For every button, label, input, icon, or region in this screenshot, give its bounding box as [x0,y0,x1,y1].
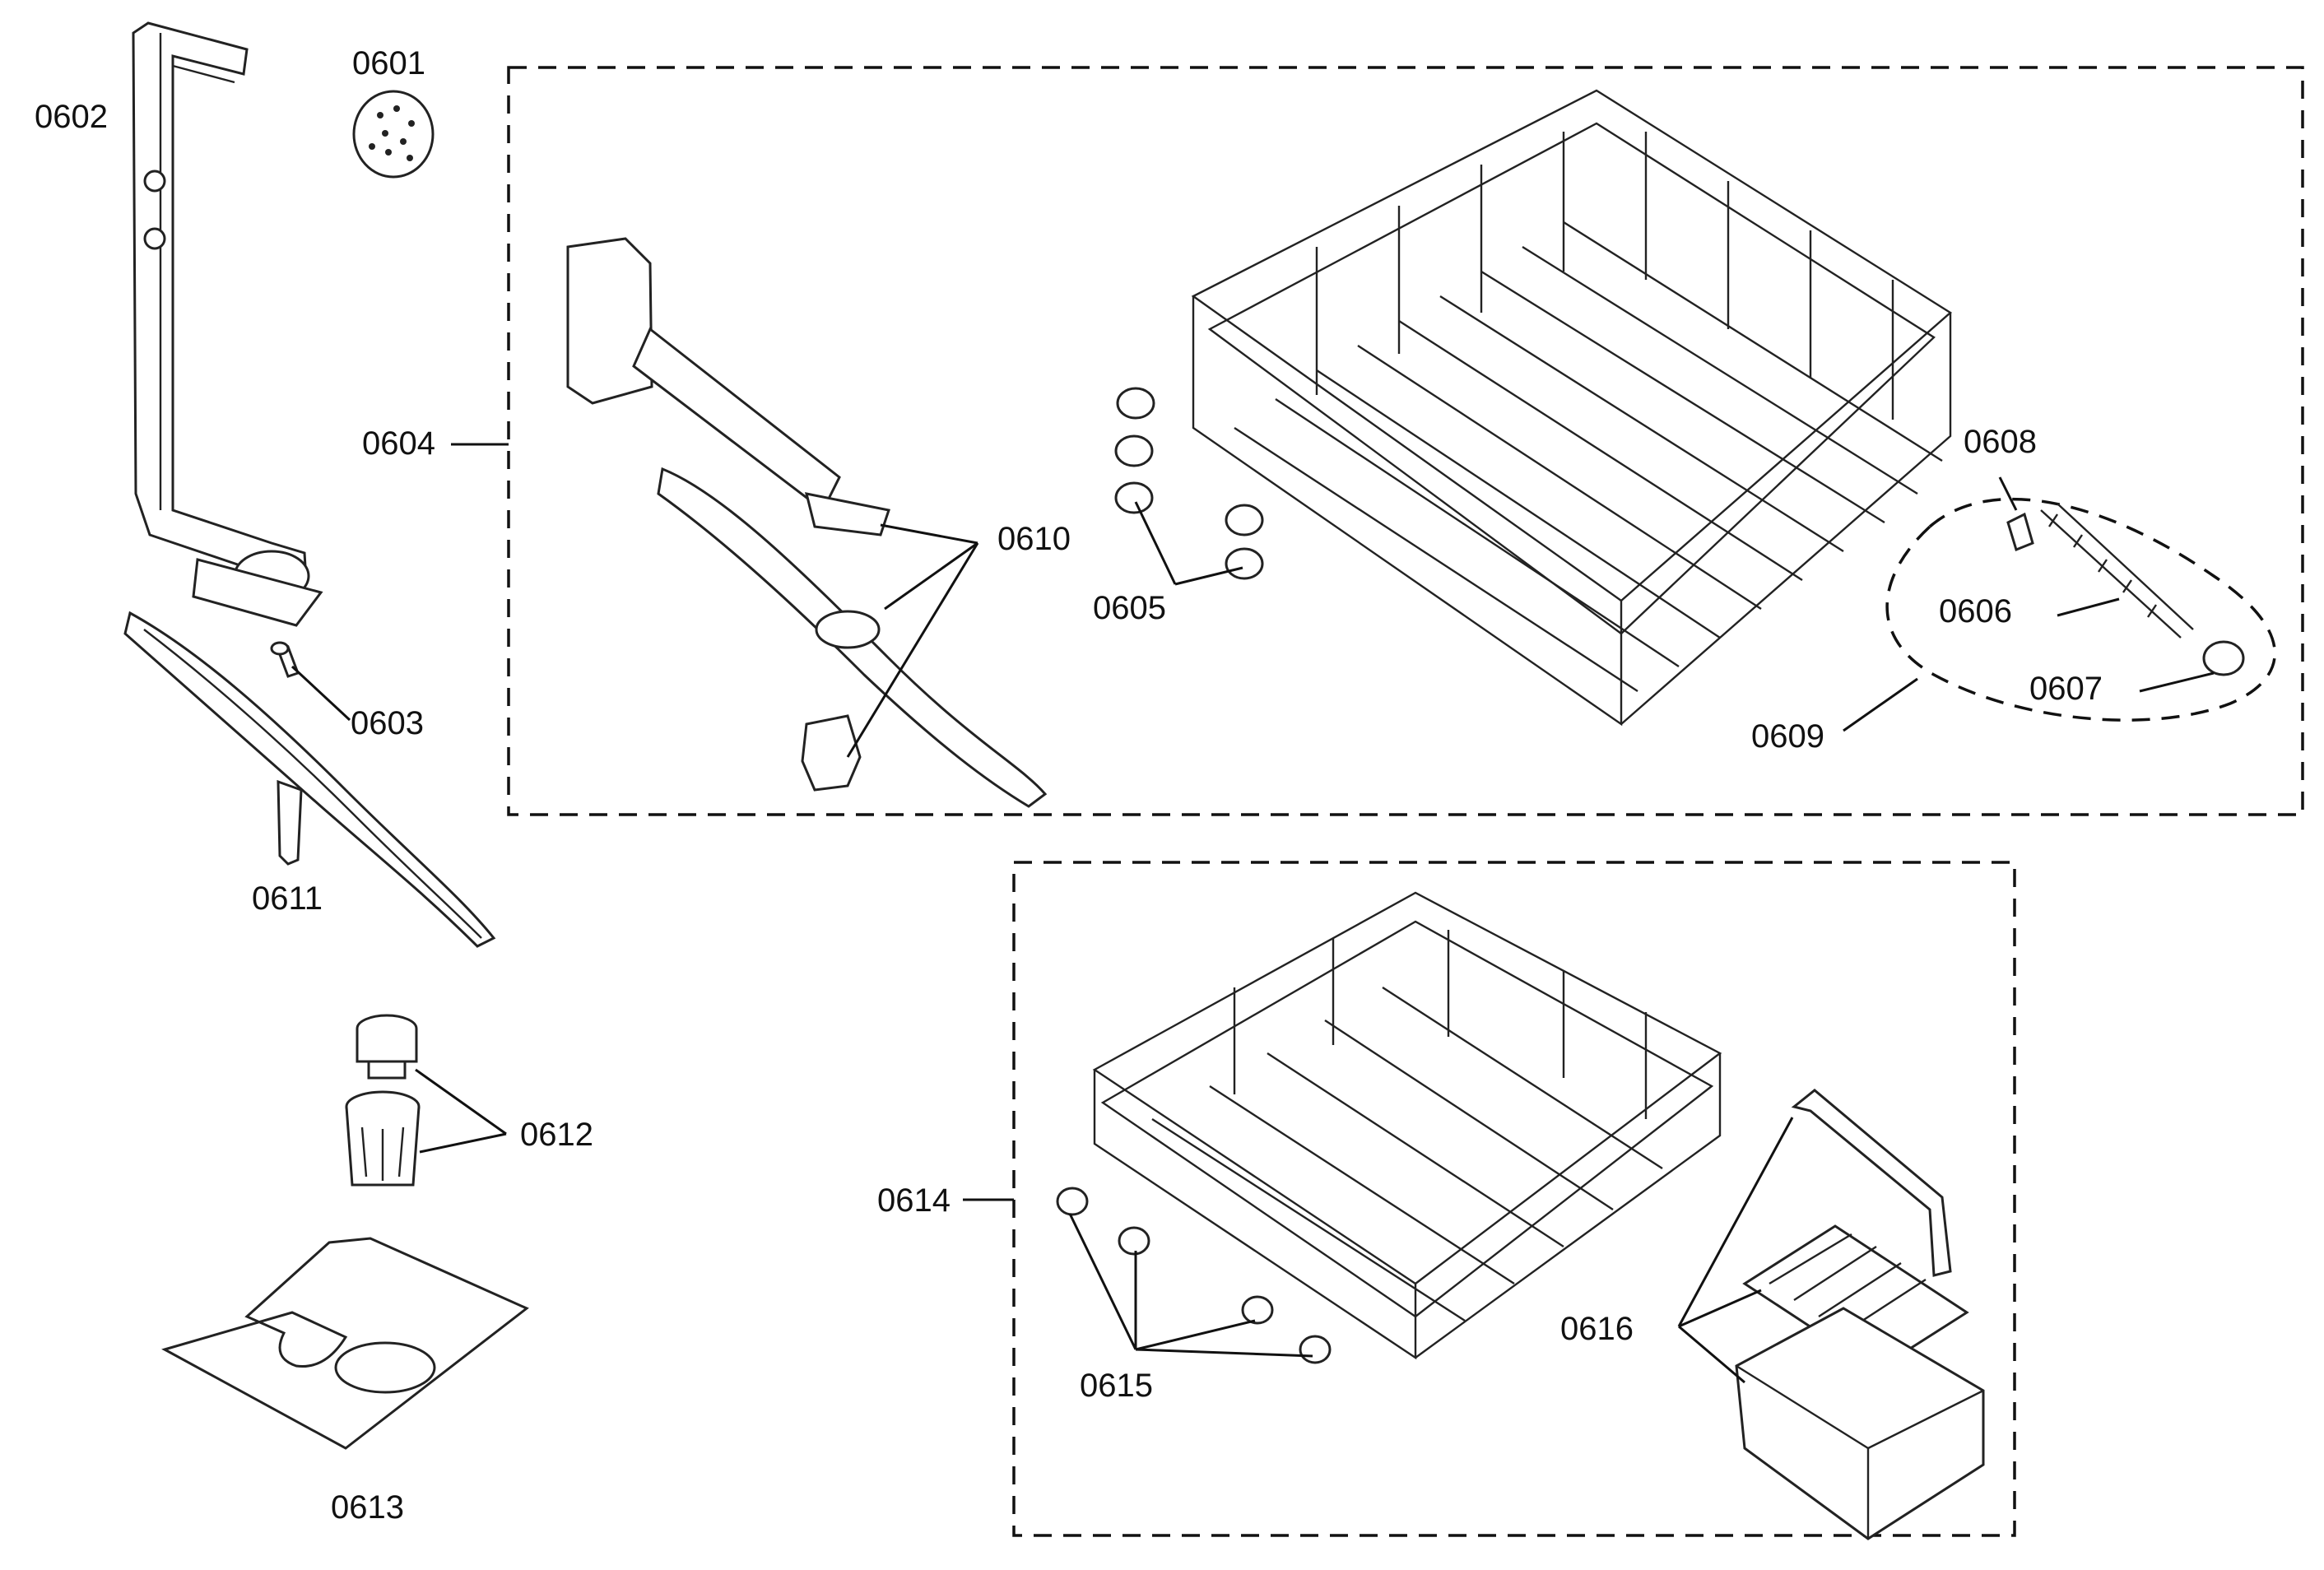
spray-arm-left-part [123,611,496,948]
cap-part [352,90,435,179]
callout-0610: 0610 [997,521,1071,557]
rack-adjuster-group-boundary [1885,497,2276,722]
spray-arm-upper-part [657,467,1048,808]
upper-rack-group-boundary [507,66,2304,816]
cutlery-basket-part [1735,1089,1985,1540]
callout-0614: 0614 [877,1182,951,1219]
callout-0612: 0612 [520,1117,593,1153]
filter-assembly-part [345,1014,421,1187]
callout-0603: 0603 [351,705,424,741]
callout-0608: 0608 [1964,424,2037,460]
upper-feed-pipe-part [132,21,323,627]
rack-adjuster-parts [2006,503,2245,676]
leader-lines [290,443,2215,1384]
callout-0611: 0611 [252,880,323,917]
lower-rack-part [1092,891,1722,1360]
callout-0609: 0609 [1751,718,1824,755]
upper-rack-wheels-part [1114,387,1264,580]
callout-0605: 0605 [1093,590,1166,626]
callout-0613: 0613 [331,1489,404,1526]
callout-0616: 0616 [1560,1311,1634,1347]
callout-0615: 0615 [1080,1368,1153,1404]
upper-rack-part [1191,89,1953,727]
filter-plate-part [161,1237,529,1450]
callout-0607: 0607 [2029,671,2103,707]
lower-rack-group-boundary [1012,861,2016,1537]
callout-0602: 0602 [35,99,108,135]
callout-0604: 0604 [362,425,435,462]
upper-spray-tube-part [566,237,890,536]
callout-0606: 0606 [1939,593,2012,629]
callout-0601: 0601 [352,45,425,81]
screw-part [270,641,300,678]
